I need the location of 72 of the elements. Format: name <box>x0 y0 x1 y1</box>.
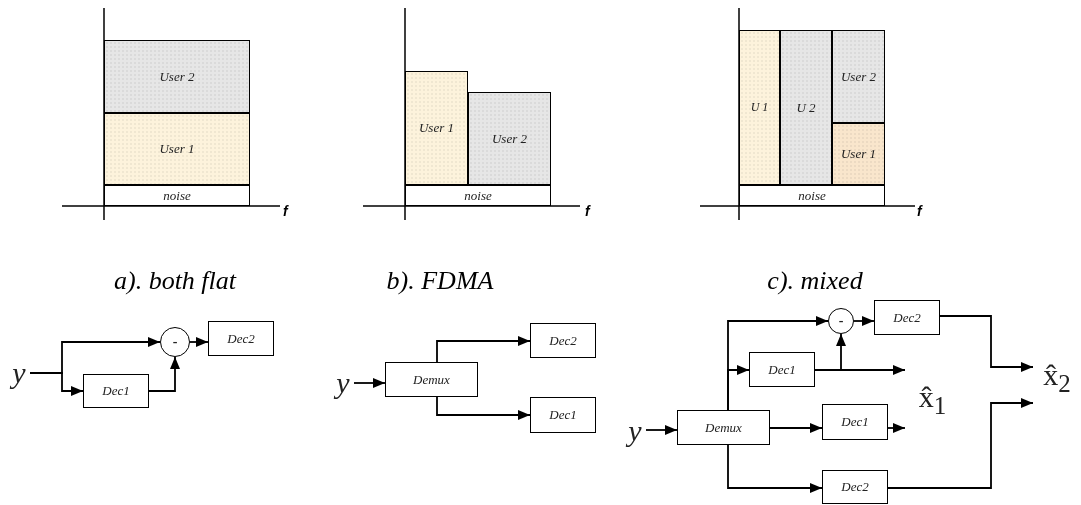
arrow <box>769 423 823 433</box>
panel-caption: b). FDMA <box>386 266 494 296</box>
band-label: User 1 <box>841 146 876 162</box>
spectrum-band <box>104 185 250 206</box>
decoder-box <box>677 410 770 445</box>
spectrum-band <box>104 40 250 113</box>
spectrum-band <box>780 30 832 185</box>
arrow <box>436 336 531 363</box>
arrow <box>853 316 875 326</box>
band-label: noise <box>464 187 492 204</box>
spectrum-band <box>832 123 885 185</box>
output-symbol: x̂$_{1}$ <box>918 380 947 420</box>
decoder-box <box>530 397 596 433</box>
axis-label: f <box>283 203 288 219</box>
decoder-box <box>749 352 815 387</box>
subtractor-circle <box>828 308 854 334</box>
band-label: User 2 <box>492 130 527 147</box>
band-label: User 2 <box>841 68 876 85</box>
decoder-label: Dec1 <box>768 361 796 378</box>
decoder-box <box>83 374 149 408</box>
decoder-label: Dec1 <box>102 383 130 399</box>
minus-sign: - <box>838 313 844 329</box>
panel-caption: a). both flat <box>113 266 237 296</box>
arrow <box>189 337 209 347</box>
arrow <box>727 365 750 411</box>
arrow <box>887 423 906 433</box>
spectrum-band <box>739 30 780 185</box>
axis-label: f <box>585 203 590 219</box>
decoder-label: Demux <box>413 371 450 388</box>
arrow <box>887 398 1034 489</box>
spectrum-band <box>405 71 468 185</box>
band-label: noise <box>163 187 191 204</box>
spectrum-band <box>468 92 551 185</box>
band-label: User 2 <box>159 68 195 85</box>
panel-caption: c). mixed <box>767 266 863 296</box>
decoder-label: Dec2 <box>893 309 921 326</box>
arrow <box>645 425 678 435</box>
decoder-box <box>530 323 596 358</box>
band-label: U 2 <box>796 99 816 116</box>
arrow <box>727 444 823 493</box>
output-symbol: x̂$_{2}$ <box>1043 357 1071 398</box>
decoder-label: Dec2 <box>227 330 255 347</box>
arrow <box>353 378 386 388</box>
spectrum-band <box>405 185 551 206</box>
subtractor-circle <box>160 327 190 357</box>
input-symbol: y <box>12 356 26 390</box>
band-label: User 1 <box>159 141 195 157</box>
decoder-box <box>822 470 888 504</box>
decoder-box <box>385 362 478 397</box>
arrow <box>29 372 84 396</box>
decoder-label: Demux <box>705 419 742 436</box>
arrow <box>814 365 906 375</box>
band-label: U 1 <box>750 100 769 115</box>
decoder-box <box>822 404 888 440</box>
input-symbol: y <box>336 366 350 400</box>
decoder-box <box>208 321 274 356</box>
arrow <box>148 356 180 392</box>
spectrum-band <box>104 113 250 185</box>
decoder-box <box>874 300 940 335</box>
band-label: noise <box>798 187 826 204</box>
spectrum-band <box>739 185 885 206</box>
decoder-label: Dec1 <box>549 407 577 423</box>
band-label: User 1 <box>419 120 454 136</box>
decoder-label: Dec1 <box>841 414 869 430</box>
minus-sign: - <box>172 334 178 350</box>
decoder-label: Dec2 <box>841 479 869 495</box>
input-symbol: y <box>628 414 642 448</box>
decoder-label: Dec2 <box>549 332 577 349</box>
arrow <box>939 315 1034 372</box>
spectrum-band <box>832 30 885 123</box>
axis-label: f <box>917 203 922 219</box>
arrow <box>436 396 531 420</box>
